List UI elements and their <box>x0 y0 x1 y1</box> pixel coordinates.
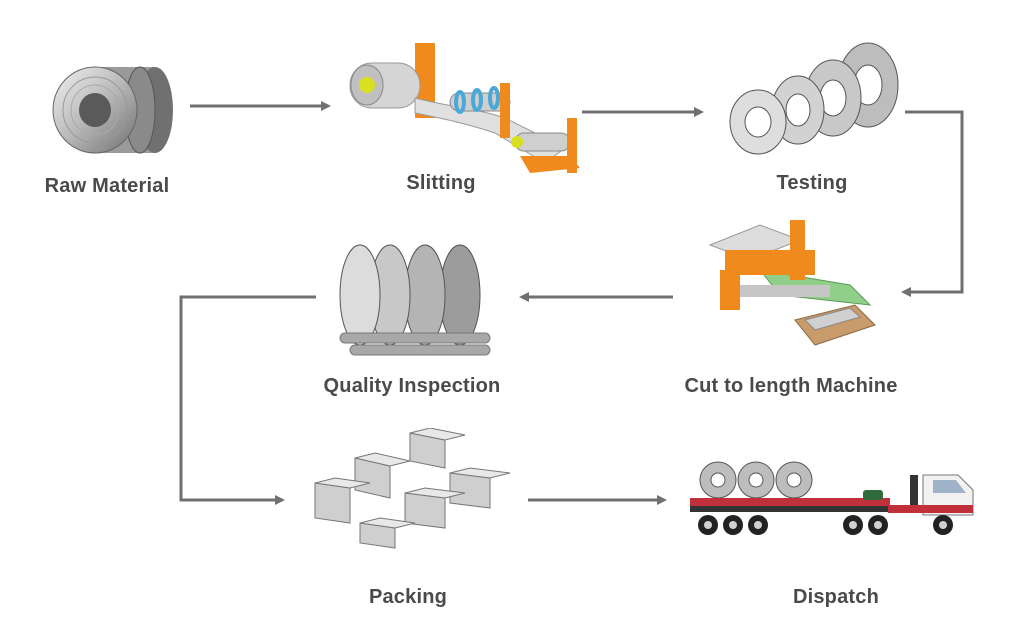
arrow-inspection-to-packing <box>179 295 316 505</box>
label-packing: Packing <box>368 586 448 608</box>
label-dispatch: Dispatch <box>792 586 880 608</box>
raw-material-coil-icon <box>52 66 173 154</box>
arrow-testing-to-cutting <box>901 110 964 297</box>
label-slitting: Slitting <box>406 172 476 194</box>
testing-coils-icon <box>729 42 899 155</box>
label-raw-material: Raw Material <box>44 175 170 197</box>
dispatch-truck-icon <box>690 461 974 535</box>
label-cut-to-length: Cut to length Machine <box>684 375 898 397</box>
label-quality-inspection: Quality Inspection <box>323 375 501 397</box>
cut-to-length-machine-icon <box>708 220 876 346</box>
packing-stacks-icon <box>314 428 511 549</box>
label-testing: Testing <box>776 172 848 194</box>
quality-inspection-coils-icon <box>339 244 491 356</box>
slitting-machine-icon <box>349 43 580 173</box>
